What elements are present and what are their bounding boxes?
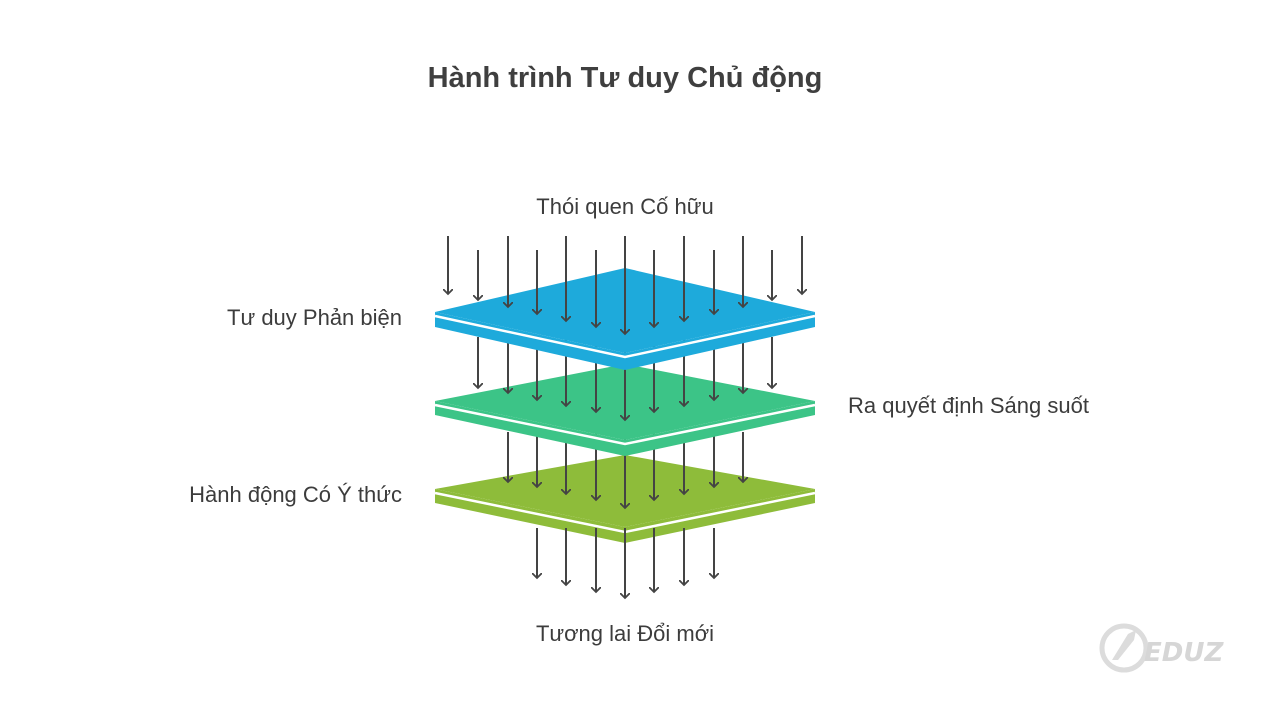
label-habits: Thói quen Cố hữu [536,194,714,219]
label-wise-decisions: Ra quyết định Sáng suốt [848,393,1089,418]
label-conscious-action: Hành động Có Ý thức [189,482,402,507]
diagram-title: Hành trình Tư duy Chủ động [427,62,823,94]
eduz-logo-icon: EDUZ [1099,623,1224,673]
arrows-layer3-to-future [537,528,714,598]
arrows-habits-to-layer1 [448,236,802,334]
label-critical-thinking: Tư duy Phản biện [227,305,402,330]
eduz-logo-text: EDUZ [1144,638,1224,668]
label-innovative-future: Tương lai Đổi mới [535,621,715,646]
